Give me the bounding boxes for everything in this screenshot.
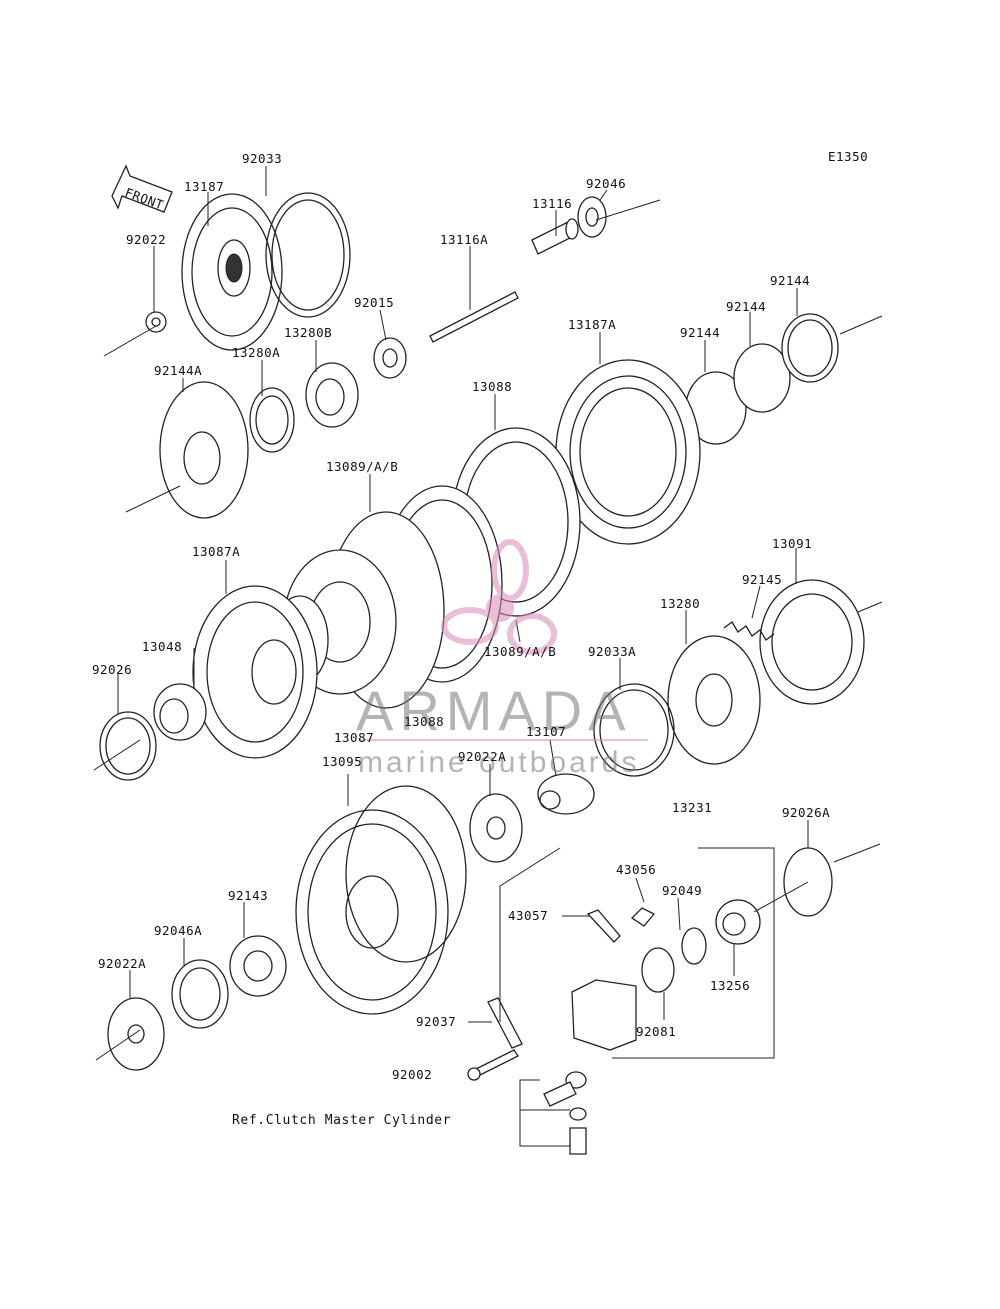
label-13095: 13095	[322, 754, 362, 769]
label-13256: 13256	[710, 978, 750, 993]
label-13087: 13087	[334, 730, 374, 745]
watermark-brand: ARMADA	[356, 679, 632, 742]
label-92046: 92046	[586, 176, 626, 191]
part-92143-collar	[229, 935, 287, 997]
part-banjo-fitting	[543, 1071, 587, 1155]
label-13088-bottom: 13088	[404, 714, 444, 729]
part-92081-boot	[641, 947, 675, 993]
propeller-icon	[441, 539, 557, 655]
part-slave-cylinder-body	[571, 979, 637, 1051]
label-92026: 92026	[92, 662, 132, 677]
armada-watermark-logo: ARMADA marine outboards	[356, 539, 648, 779]
leader-lines	[117, 166, 809, 1023]
part-92033-snap-ring	[265, 192, 351, 318]
part-92037-dowel	[487, 997, 523, 1049]
label-92037: 92037	[416, 1014, 456, 1029]
part-92015-nut	[373, 337, 407, 379]
ref-clutch-master-cylinder: Ref.Clutch Master Cylinder	[232, 1113, 451, 1128]
label-92002: 92002	[392, 1067, 432, 1082]
part-13091-pressure-plate	[759, 579, 865, 705]
part-92046-needle-bearing	[577, 196, 607, 238]
part-labels: E1350 92033 13187 92046 13116 92022 1311…	[92, 149, 868, 1128]
label-13107: 13107	[526, 724, 566, 739]
label-13280a: 13280A	[232, 345, 280, 360]
label-92144-b: 92144	[726, 299, 766, 314]
label-43057: 43057	[508, 908, 548, 923]
ref-bracket	[519, 1079, 570, 1147]
label-92081: 92081	[636, 1024, 676, 1039]
part-92026-washer	[99, 711, 157, 781]
group-bracket-13231	[612, 847, 775, 1059]
part-92022-washer	[145, 311, 167, 333]
label-13280: 13280	[660, 596, 700, 611]
label-92026a: 92026A	[782, 805, 830, 820]
label-13048: 13048	[142, 639, 182, 654]
label-43056: 43056	[616, 862, 656, 877]
part-92033a-ring	[593, 683, 675, 777]
label-92033: 92033	[242, 151, 282, 166]
label-92033a: 92033A	[588, 644, 636, 659]
label-13187a: 13187A	[568, 317, 616, 332]
part-92145-spring	[723, 621, 775, 641]
part-92049-seal	[681, 927, 707, 965]
part-13048-collar	[153, 683, 207, 741]
part-13087a-plate	[192, 585, 318, 759]
axis-arrows	[93, 199, 883, 1061]
label-92022a-lower: 92022A	[98, 956, 146, 971]
label-92015: 92015	[354, 295, 394, 310]
label-92022a-upper: 92022A	[458, 749, 506, 764]
part-13107-sleeve	[537, 773, 595, 815]
part-13116a-rod	[429, 291, 519, 343]
part-43057-cap	[586, 909, 621, 943]
part-13187-pressure-plate	[181, 193, 283, 351]
part-13280b-lifter	[305, 362, 359, 428]
part-92022a-washer	[469, 793, 523, 863]
part-13280a-ring	[249, 387, 295, 453]
label-13187: 13187	[184, 179, 224, 194]
label-13087a: 13087A	[192, 544, 240, 559]
label-92145: 92145	[742, 572, 782, 587]
label-13116a: 13116A	[440, 232, 488, 247]
part-13256-piston	[715, 899, 761, 945]
part-92046a-bearing	[171, 959, 229, 1029]
label-92143: 92143	[228, 888, 268, 903]
part-92002-bolt	[467, 1049, 519, 1081]
label-92046a: 92046A	[154, 923, 202, 938]
group-bracket-left	[499, 847, 561, 1022]
part-13116-pushrod	[531, 218, 579, 255]
front-arrow-icon: FRONT	[111, 164, 173, 213]
label-13088-top: 13088	[472, 379, 512, 394]
label-13091: 13091	[772, 536, 812, 551]
label-13280b: 13280B	[284, 325, 332, 340]
part-13095-clutch-housing	[295, 785, 467, 1015]
label-92144a: 92144A	[154, 363, 202, 378]
label-13089-bottom: 13089/A/B	[484, 644, 556, 659]
label-92049: 92049	[662, 883, 702, 898]
label-13231: 13231	[672, 800, 712, 815]
part-92022a-washer-lower	[107, 997, 165, 1071]
part-92144-spring-washers	[685, 313, 839, 445]
label-92022: 92022	[126, 232, 166, 247]
part-43056-bleeder	[630, 907, 656, 927]
diagram-code: E1350	[828, 149, 868, 164]
part-92144a-spring-plate	[159, 381, 249, 519]
watermark-tagline: marine outboards	[358, 746, 639, 779]
label-92144-a: 92144	[680, 325, 720, 340]
part-13280-lifter-plate	[667, 635, 761, 765]
label-13089-top: 13089/A/B	[326, 459, 398, 474]
label-92144-c: 92144	[770, 273, 810, 288]
label-13116: 13116	[532, 196, 572, 211]
